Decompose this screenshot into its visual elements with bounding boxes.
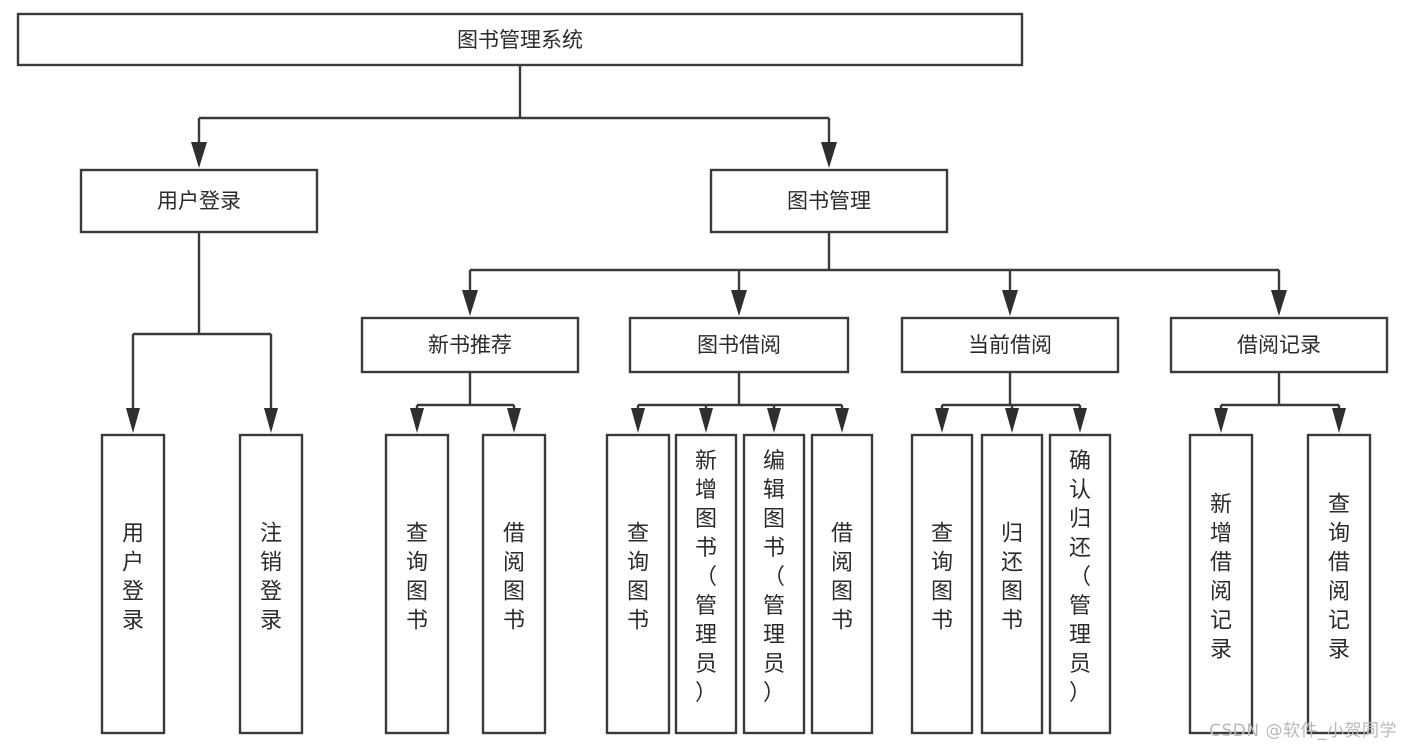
arrow-head-bookmgmt	[821, 142, 837, 168]
leaf-node-confirm-return[interactable]: 确认归还（管理员）	[1048, 433, 1112, 735]
leaf-node-add-book-box[interactable]	[674, 433, 738, 735]
arrow-head-leaf-query-book-1	[410, 408, 424, 433]
leaf-node-query-book-1-box[interactable]	[384, 433, 450, 735]
node-borrow-records[interactable]: 借阅记录	[1169, 316, 1389, 374]
node-new-book-recommend[interactable]: 新书推荐	[360, 316, 580, 374]
node-new-book-recommend-box[interactable]	[360, 316, 580, 374]
leaf-node-query-book-2[interactable]: 查询图书	[605, 433, 671, 735]
leaf-node-borrow-book-2-label: 借阅图书	[831, 522, 853, 634]
leaf-node-return-book-label: 归还图书	[1001, 522, 1023, 634]
connector-group-newbook	[410, 372, 521, 433]
leaf-node-edit-book-label: 编辑图书（管理员）	[763, 449, 785, 706]
arrow-head-current	[1002, 290, 1018, 316]
arrow-head-leaf-add-record	[1214, 408, 1228, 433]
node-current-borrow-label: 当前借阅	[968, 333, 1052, 357]
connector-group-bookmgmt	[462, 232, 1287, 316]
node-root-label: 图书管理系统	[457, 28, 583, 52]
leaf-node-add-book[interactable]: 新增图书（管理员）	[674, 433, 738, 735]
node-book-management[interactable]: 图书管理	[709, 168, 949, 234]
leaf-node-logout[interactable]: 注销登录	[238, 433, 304, 735]
node-borrow-records-label: 借阅记录	[1237, 333, 1321, 357]
leaf-node-return-book-box[interactable]	[980, 433, 1044, 735]
leaf-node-query-record-box[interactable]	[1306, 433, 1372, 735]
leaf-node-user-login[interactable]: 用户登录	[100, 433, 166, 735]
node-user-login-box[interactable]	[79, 168, 319, 234]
node-current-borrow-box[interactable]	[900, 316, 1120, 374]
arrow-head-userlogin	[191, 142, 207, 168]
arrow-head-leaf-add-book	[699, 408, 713, 433]
arrow-head-leaf-logout	[264, 408, 278, 433]
leaf-node-query-book-2-box[interactable]	[605, 433, 671, 735]
leaf-node-borrow-book-2-box[interactable]	[810, 433, 874, 735]
leaf-node-edit-book[interactable]: 编辑图书（管理员）	[742, 433, 806, 735]
connector-group-current	[935, 372, 1087, 433]
connector-group-userlogin	[126, 232, 278, 433]
node-new-book-recommend-label: 新书推荐	[428, 333, 512, 357]
leaf-node-edit-book-box[interactable]	[742, 433, 806, 735]
arrow-head-leaf-return-book	[1005, 408, 1019, 433]
arrow-head-leaf-query-book-3	[935, 408, 949, 433]
leaf-node-borrow-book-2[interactable]: 借阅图书	[810, 433, 874, 735]
leaf-node-add-record-label: 新增借阅记录	[1210, 493, 1232, 663]
arrow-head-newbook	[462, 290, 478, 316]
arrow-head-leaf-borrow-book-1	[507, 408, 521, 433]
leaf-node-return-book[interactable]: 归还图书	[980, 433, 1044, 735]
arrow-head-leaf-query-record	[1332, 408, 1346, 433]
node-root[interactable]: 图书管理系统	[16, 12, 1024, 67]
node-book-management-box[interactable]	[709, 168, 949, 234]
leaf-node-confirm-return-box[interactable]	[1048, 433, 1112, 735]
leaf-node-add-record[interactable]: 新增借阅记录	[1188, 433, 1254, 735]
leaf-node-confirm-return-label: 确认归还（管理员）	[1069, 449, 1091, 706]
leaf-node-borrow-book-1[interactable]: 借阅图书	[481, 433, 547, 735]
arrow-head-records	[1271, 290, 1287, 316]
node-book-borrow-label: 图书借阅	[697, 333, 781, 357]
leaf-node-query-book-3-box[interactable]	[910, 433, 974, 735]
node-current-borrow[interactable]: 当前借阅	[900, 316, 1120, 374]
node-user-login[interactable]: 用户登录	[79, 168, 319, 234]
leaf-node-logout-label: 注销登录	[260, 522, 282, 634]
leaf-nodes-group: 用户登录 注销登录 查询图书 借阅图书 查询图书 新增图书（管理员）	[100, 433, 1372, 735]
arrow-head-leaf-confirm-return	[1073, 408, 1087, 433]
arrow-head-borrow	[731, 290, 747, 316]
leaf-node-borrow-book-1-label: 借阅图书	[503, 522, 525, 634]
node-book-management-label: 图书管理	[787, 189, 871, 213]
leaf-node-query-book-3[interactable]: 查询图书	[910, 433, 974, 735]
leaf-node-logout-box[interactable]	[238, 433, 304, 735]
leaf-node-user-login-box[interactable]	[100, 433, 166, 735]
leaf-node-add-book-label: 新增图书（管理员）	[695, 449, 717, 706]
leaf-node-query-record-label: 查询借阅记录	[1328, 493, 1350, 663]
node-book-borrow-box[interactable]	[628, 316, 850, 374]
arrow-head-leaf-query-book-2	[631, 408, 645, 433]
node-borrow-records-box[interactable]	[1169, 316, 1389, 374]
node-book-borrow[interactable]: 图书借阅	[628, 316, 850, 374]
connector-group-records	[1214, 372, 1346, 433]
arrow-head-leaf-user-login	[126, 408, 140, 433]
leaf-node-borrow-book-1-box[interactable]	[481, 433, 547, 735]
leaf-node-add-record-box[interactable]	[1188, 433, 1254, 735]
leaf-node-query-book-2-label: 查询图书	[627, 522, 649, 634]
node-user-login-label: 用户登录	[157, 189, 241, 213]
connector-group-borrow	[631, 372, 849, 433]
leaf-node-query-book-1-label: 查询图书	[406, 522, 428, 634]
arrow-head-leaf-edit-book	[767, 408, 781, 433]
leaf-node-query-book-1[interactable]: 查询图书	[384, 433, 450, 735]
leaf-node-user-login-label: 用户登录	[122, 522, 144, 634]
node-root-box[interactable]	[16, 12, 1024, 67]
arrow-head-leaf-borrow-book-2	[835, 408, 849, 433]
leaf-node-query-book-3-label: 查询图书	[931, 522, 953, 634]
connector-group-root	[191, 65, 837, 168]
leaf-node-query-record[interactable]: 查询借阅记录	[1306, 433, 1372, 735]
